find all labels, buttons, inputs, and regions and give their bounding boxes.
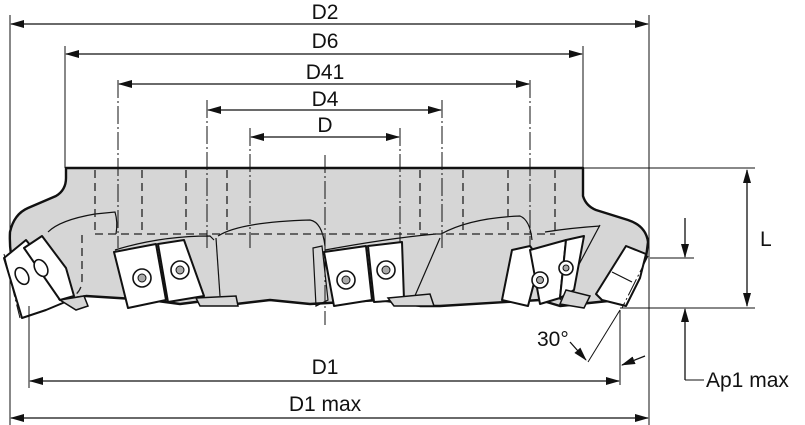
insert-center-right [501,235,592,309]
dimension-d: D [250,114,400,141]
cutting-edge-left [3,253,21,319]
insert-right [595,245,647,307]
dimension-d1: D1 [28,306,620,388]
label-d4: D4 [312,88,339,111]
insert-center-left [113,239,239,309]
dimension-ap1-max: Ap1 max [650,218,789,392]
insert-left [3,235,89,319]
center-lines [9,15,650,425]
label-d2: D2 [312,1,339,24]
hidden-lines [73,170,556,297]
label-d6: D6 [312,30,339,53]
dimension-angle: 30° [537,309,646,385]
dimension-d1-max: D1 max [10,393,649,422]
label-d1: D1 [312,356,339,379]
label-d41: D41 [306,61,345,84]
dimension-d4: D4 [207,88,442,114]
label-d1-max: D1 max [289,393,362,416]
cutting-edge-right [621,255,649,309]
label-angle: 30° [537,328,569,351]
label-ap1-max: Ap1 max [706,369,789,392]
label-l: L [760,228,772,251]
insert-center [312,241,436,307]
label-d: D [317,114,332,137]
dimension-d41: D41 [118,61,530,88]
dimension-d2: D2 [10,1,649,28]
dimension-d6: D6 [65,30,583,58]
